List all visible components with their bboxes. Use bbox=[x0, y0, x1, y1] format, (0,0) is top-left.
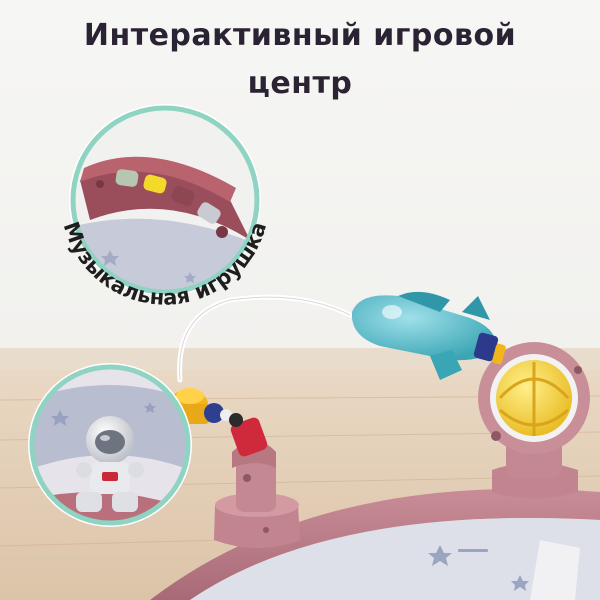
activity-center-frame bbox=[150, 488, 600, 600]
left-post bbox=[214, 417, 300, 548]
title-line-2: центр bbox=[247, 66, 353, 101]
page-title: Интерактивный игровой центр bbox=[0, 12, 600, 108]
right-post bbox=[478, 342, 590, 499]
astronaut-toy-inset bbox=[28, 363, 192, 527]
rocket-toy bbox=[351, 291, 506, 380]
title-line-1: Интерактивный игровой bbox=[83, 18, 517, 53]
